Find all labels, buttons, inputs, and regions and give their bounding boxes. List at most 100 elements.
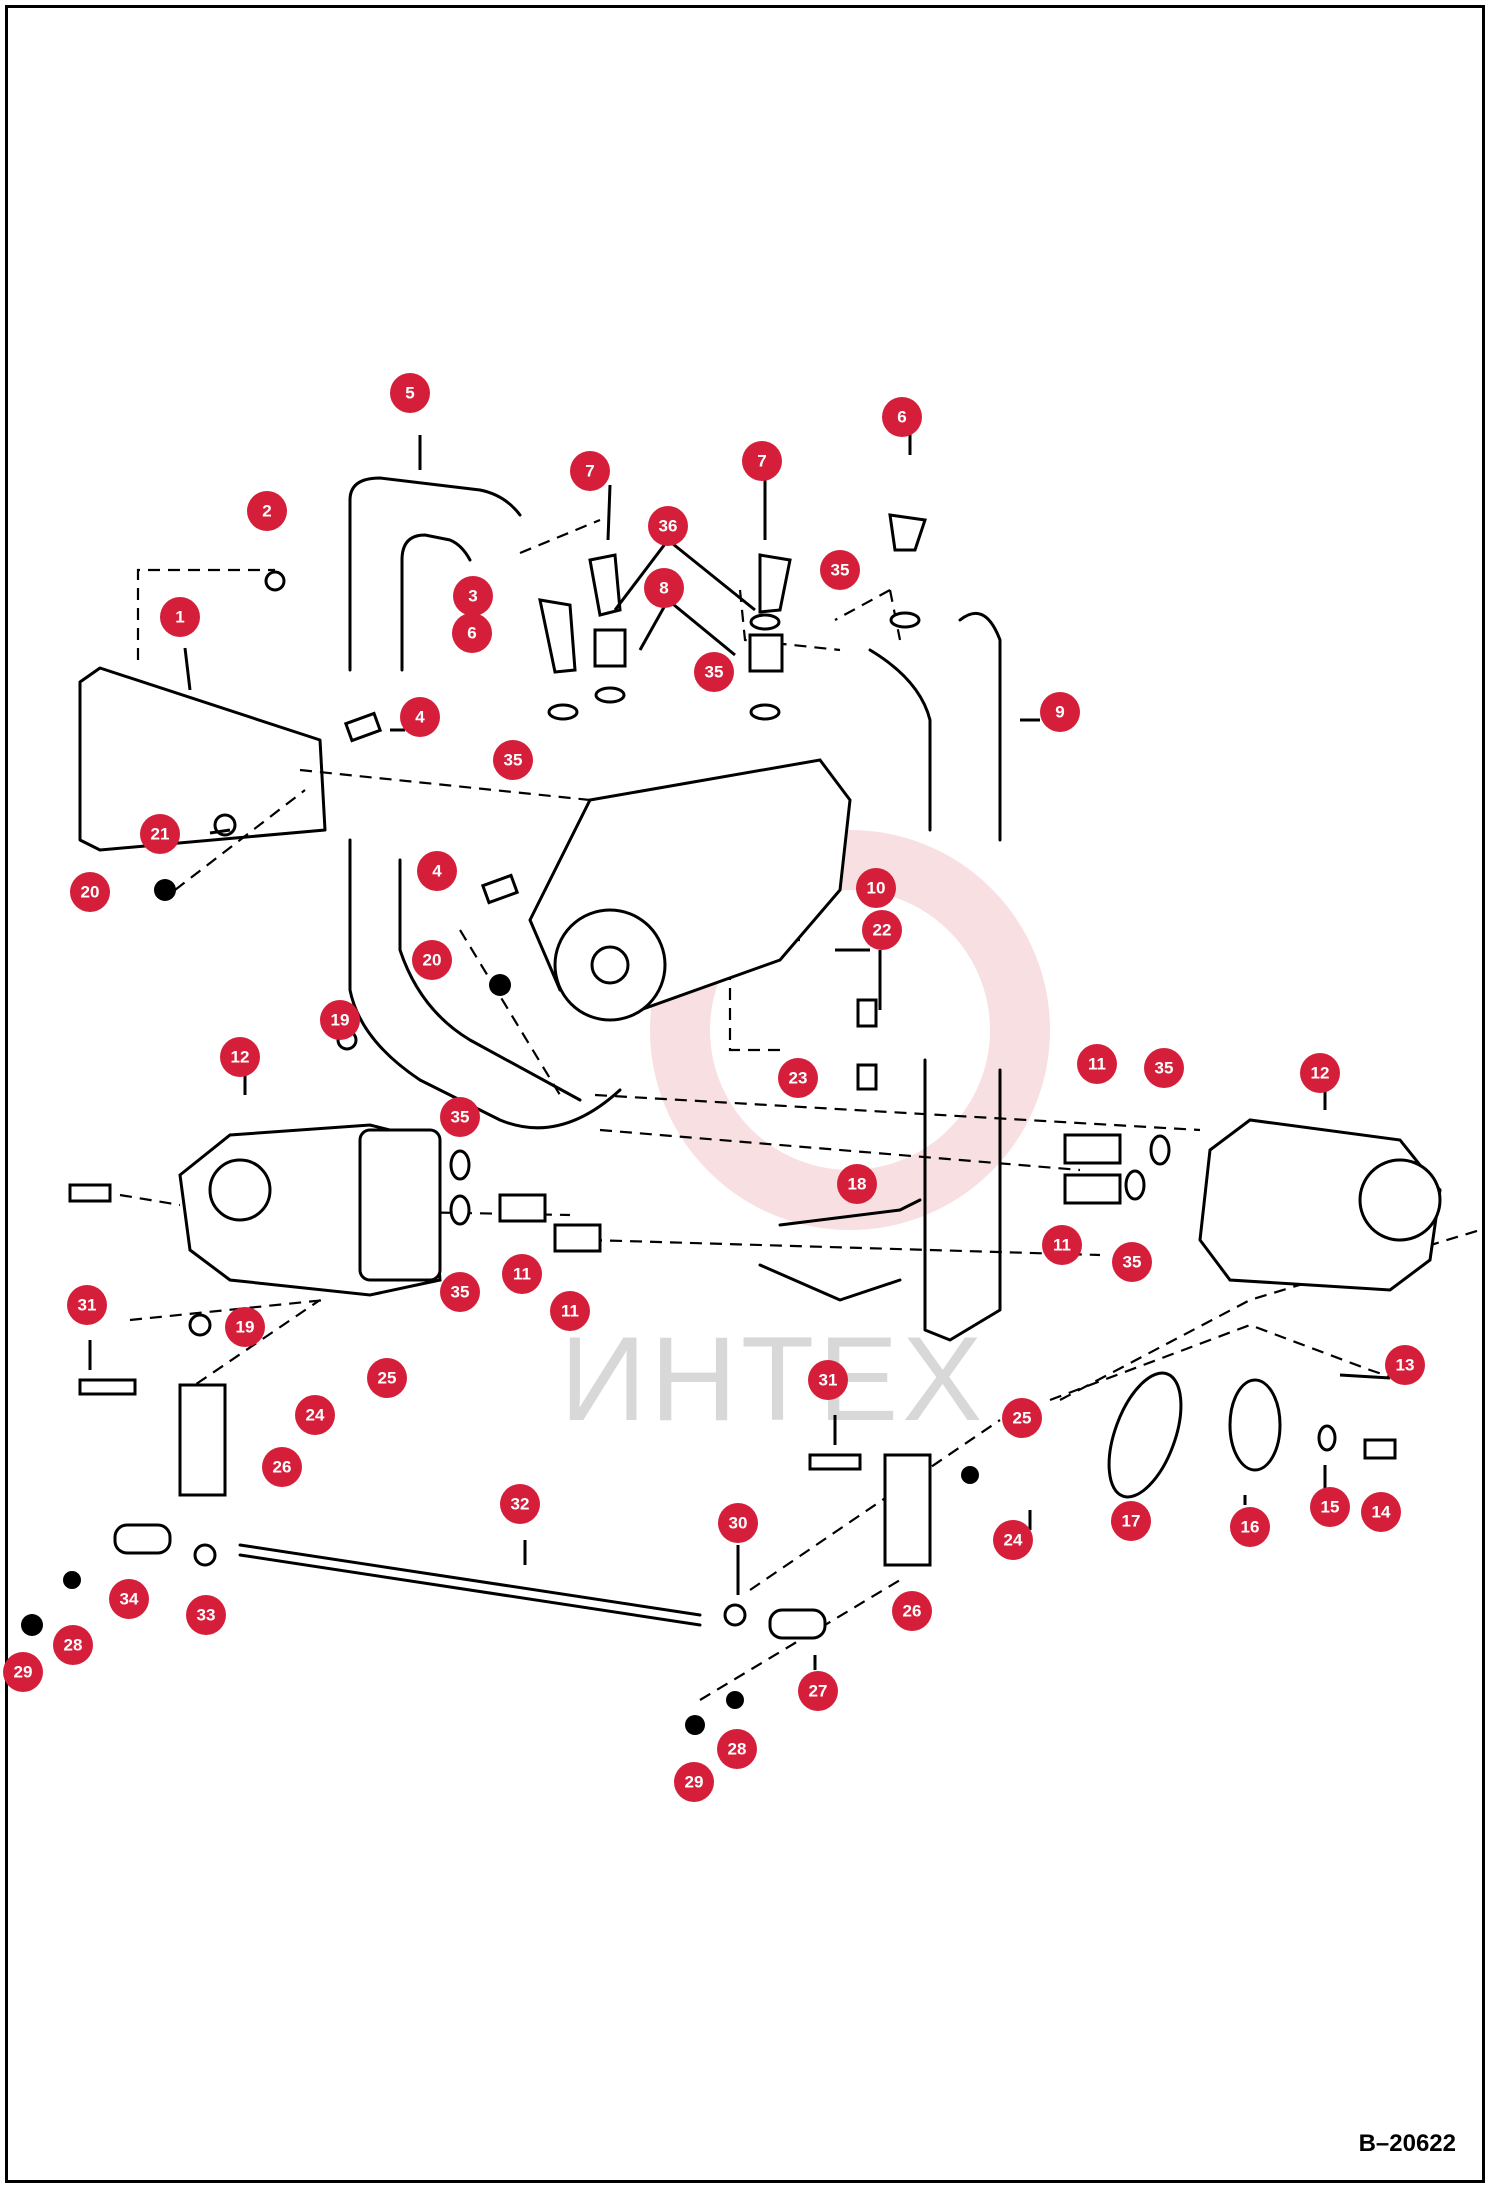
left-bracket bbox=[178, 1383, 227, 1497]
callout-3: 3 bbox=[453, 576, 493, 616]
svg-text:26: 26 bbox=[903, 1602, 922, 1621]
svg-text:30: 30 bbox=[729, 1514, 748, 1533]
callout-9: 9 bbox=[1040, 692, 1080, 732]
callout-35: 35 bbox=[1112, 1242, 1152, 1282]
callout-31: 31 bbox=[808, 1360, 848, 1400]
nut-28b bbox=[726, 1691, 744, 1709]
svg-text:25: 25 bbox=[1013, 1409, 1032, 1428]
oring-35b bbox=[1124, 1169, 1146, 1201]
callout-11: 11 bbox=[1042, 1225, 1082, 1265]
svg-text:9: 9 bbox=[1055, 703, 1064, 722]
tube-lower-left-inner bbox=[398, 858, 582, 1102]
nut-28a bbox=[63, 1571, 81, 1589]
callout-6: 6 bbox=[882, 397, 922, 437]
rod-end-left bbox=[113, 1523, 172, 1555]
tube-18-b bbox=[778, 1198, 922, 1227]
svg-text:28: 28 bbox=[64, 1636, 83, 1655]
callout-8: 8 bbox=[644, 568, 684, 608]
callout-26: 26 bbox=[262, 1447, 302, 1487]
callout-12: 12 bbox=[220, 1037, 260, 1077]
callout-10: 10 bbox=[856, 868, 896, 908]
callout-17: 17 bbox=[1111, 1501, 1151, 1541]
callout-24: 24 bbox=[295, 1395, 335, 1435]
elbow-7a bbox=[588, 553, 622, 617]
callout-15: 15 bbox=[1310, 1487, 1350, 1527]
elbow-6b bbox=[888, 513, 927, 552]
callout-2: 2 bbox=[247, 491, 287, 531]
callout-31: 31 bbox=[67, 1285, 107, 1325]
callout-7: 7 bbox=[570, 451, 610, 491]
svg-text:33: 33 bbox=[197, 1606, 216, 1625]
svg-text:24: 24 bbox=[1004, 1531, 1023, 1550]
tube-5-inner bbox=[400, 533, 472, 672]
right-pump bbox=[1198, 1118, 1442, 1292]
adapter-8b bbox=[748, 633, 784, 673]
callout-24: 24 bbox=[993, 1520, 1033, 1560]
svg-text:12: 12 bbox=[1311, 1064, 1330, 1083]
oring-35c bbox=[449, 1149, 471, 1181]
callout-27: 27 bbox=[798, 1671, 838, 1711]
drawing-reference: B–20622 bbox=[1358, 2130, 1456, 2157]
nut-33 bbox=[193, 1543, 217, 1567]
svg-text:20: 20 bbox=[81, 883, 100, 902]
oring-35h bbox=[749, 613, 781, 631]
svg-text:28: 28 bbox=[728, 1740, 747, 1759]
svg-text:34: 34 bbox=[120, 1590, 139, 1609]
nut-29b bbox=[685, 1715, 705, 1735]
svg-text:3: 3 bbox=[468, 587, 477, 606]
svg-text:11: 11 bbox=[1088, 1055, 1106, 1074]
svg-text:8: 8 bbox=[659, 579, 668, 598]
fitting-11b bbox=[1063, 1173, 1122, 1205]
svg-text:2: 2 bbox=[262, 502, 271, 521]
svg-text:31: 31 bbox=[819, 1371, 838, 1390]
oring-35d bbox=[449, 1194, 471, 1226]
svg-text:35: 35 bbox=[1123, 1253, 1142, 1272]
watermark-text: ИНТЕХ bbox=[560, 1312, 986, 1446]
nut-20a bbox=[154, 879, 176, 901]
svg-text:11: 11 bbox=[561, 1302, 579, 1321]
svg-text:5: 5 bbox=[405, 384, 414, 403]
svg-text:26: 26 bbox=[273, 1458, 292, 1477]
svg-text:18: 18 bbox=[848, 1175, 867, 1194]
callout-35: 35 bbox=[1144, 1048, 1184, 1088]
bolt-14 bbox=[1363, 1438, 1397, 1460]
callout-4: 4 bbox=[417, 851, 457, 891]
tube-18 bbox=[923, 1058, 1002, 1342]
nut-20b bbox=[489, 974, 511, 996]
svg-text:19: 19 bbox=[331, 1011, 350, 1030]
nut-30 bbox=[723, 1603, 747, 1627]
callout-29: 29 bbox=[674, 1762, 714, 1802]
svg-text:10: 10 bbox=[867, 879, 886, 898]
svg-text:32: 32 bbox=[511, 1495, 530, 1514]
svg-text:11: 11 bbox=[1053, 1236, 1071, 1255]
svg-text:14: 14 bbox=[1372, 1503, 1391, 1522]
callout-33: 33 bbox=[186, 1595, 226, 1635]
tube-right bbox=[868, 648, 932, 832]
svg-text:7: 7 bbox=[757, 452, 766, 471]
svg-text:35: 35 bbox=[504, 751, 523, 770]
oring-35f bbox=[547, 703, 579, 721]
svg-text:35: 35 bbox=[705, 663, 724, 682]
svg-text:22: 22 bbox=[873, 921, 892, 940]
oring-35e bbox=[594, 686, 626, 704]
callout-20: 20 bbox=[70, 872, 110, 912]
fitting-22 bbox=[856, 998, 878, 1028]
callout-35: 35 bbox=[493, 740, 533, 780]
nut-2 bbox=[264, 570, 286, 592]
flange bbox=[1228, 1378, 1282, 1472]
svg-text:21: 21 bbox=[151, 825, 170, 844]
callout-18: 18 bbox=[837, 1164, 877, 1204]
callout-5: 5 bbox=[390, 373, 430, 413]
callout-30: 30 bbox=[718, 1503, 758, 1543]
nut-19b bbox=[188, 1313, 212, 1337]
svg-text:35: 35 bbox=[1155, 1059, 1174, 1078]
svg-text:6: 6 bbox=[467, 624, 476, 643]
svg-text:27: 27 bbox=[809, 1682, 828, 1701]
callout-19: 19 bbox=[225, 1307, 265, 1347]
leader-lines bbox=[88, 430, 1391, 1670]
callout-25: 25 bbox=[367, 1358, 407, 1398]
svg-text:16: 16 bbox=[1241, 1518, 1260, 1537]
bolt-left bbox=[68, 1183, 112, 1203]
callout-6: 6 bbox=[452, 613, 492, 653]
